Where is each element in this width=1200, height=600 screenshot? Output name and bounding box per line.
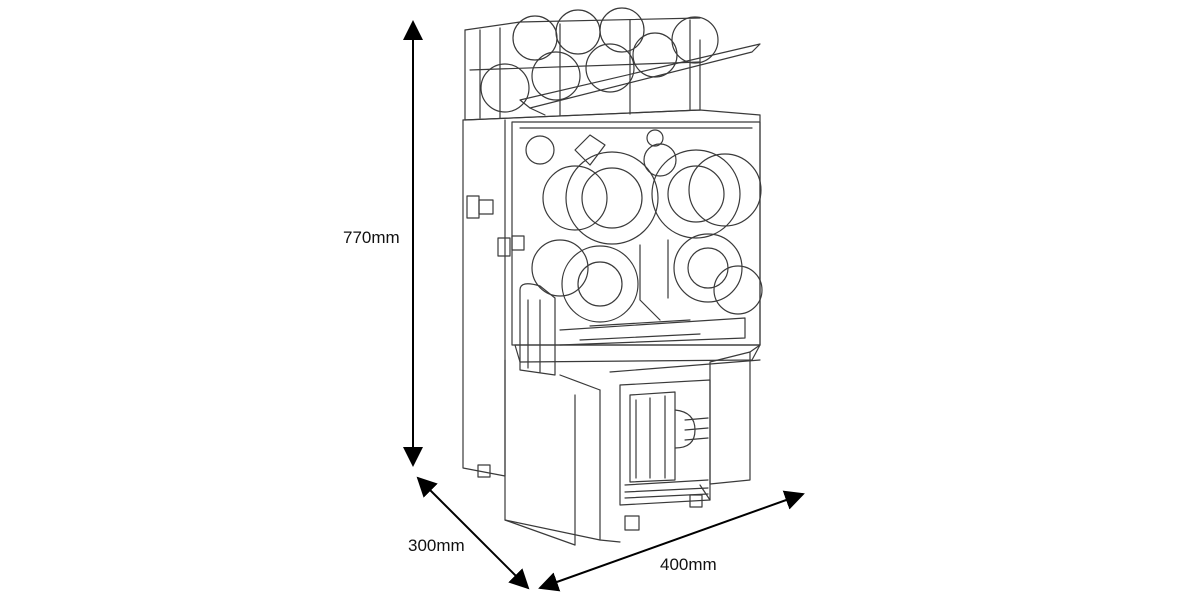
juicer-machine xyxy=(462,7,763,546)
main-housing xyxy=(462,109,761,477)
dimension-arrows xyxy=(403,19,805,592)
depth-dimension-label: 300mm xyxy=(408,536,465,555)
depth-arrow xyxy=(416,476,530,590)
lower-cabinet xyxy=(504,344,761,546)
orange-basket xyxy=(464,7,761,121)
machine-feet xyxy=(477,464,703,531)
height-dimension-label: 770mm xyxy=(343,228,400,247)
filter-tray xyxy=(514,283,761,376)
squeezing-mechanism xyxy=(525,129,763,323)
width-dimension-label: 400mm xyxy=(660,555,717,574)
width-arrow xyxy=(538,490,805,592)
